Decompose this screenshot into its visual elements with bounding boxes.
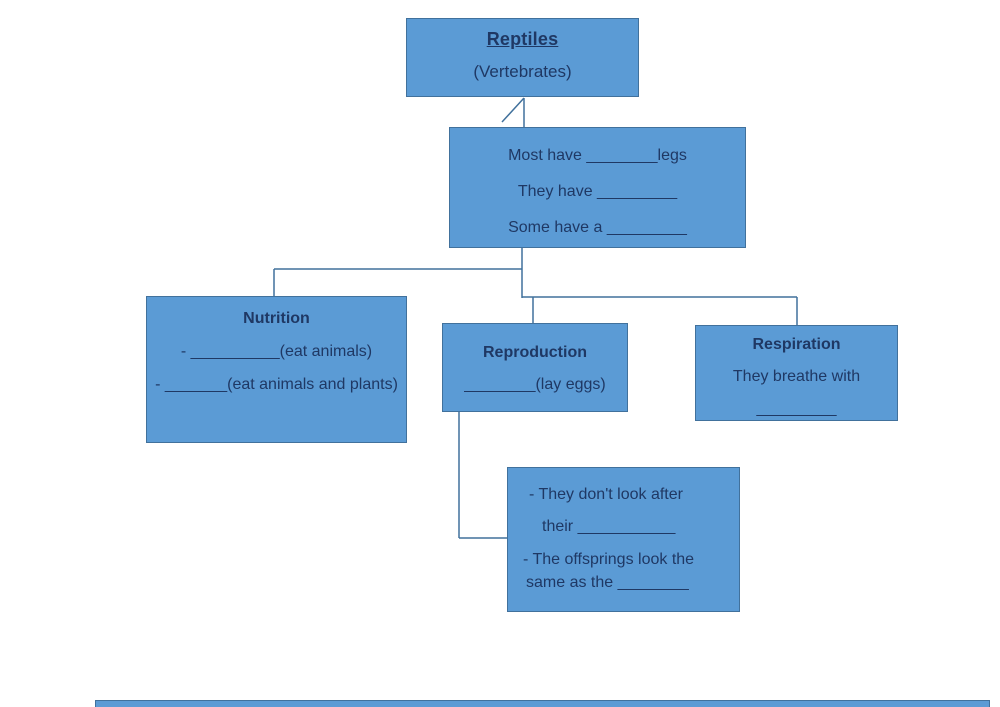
reproduction-box: Reproduction ________(lay eggs)	[442, 323, 628, 412]
respiration-line-breathe: They breathe with	[732, 368, 861, 385]
connector-root-traits-diagonal	[501, 97, 525, 123]
traits-box: Most have ________legs They have _______…	[449, 127, 746, 248]
reptiles-root-box: Reptiles (Vertebrates)	[406, 18, 639, 97]
vertebrates-subtitle: (Vertebrates)	[473, 62, 572, 81]
respiration-title: Respiration	[752, 336, 841, 353]
offspring-line-same-as: same as the ________	[526, 574, 689, 591]
nutrition-line-omnivore: - _______(eat animals and plants)	[155, 376, 398, 393]
offspring-line-their-blank: their ___________	[542, 518, 676, 535]
offspring-line-look-after: - They don't look after	[529, 486, 683, 503]
offspring-box: - They don't look after their __________…	[507, 467, 740, 612]
reptiles-title: Reptiles	[486, 29, 559, 49]
nutrition-title: Nutrition	[243, 310, 310, 327]
nutrition-box: Nutrition - __________(eat animals) - __…	[146, 296, 407, 443]
offspring-line-offsprings-look: - The offsprings look the	[523, 551, 695, 568]
respiration-line-blank: _________	[756, 400, 837, 417]
respiration-box: Respiration They breathe with _________	[695, 325, 898, 421]
traits-line-they-have: They have _________	[517, 183, 678, 200]
cutoff-box-top-edge	[95, 700, 990, 707]
reproduction-line-lay-eggs: ________(lay eggs)	[464, 376, 606, 393]
traits-line-some-have: Some have a _________	[508, 219, 687, 236]
traits-line-legs: Most have ________legs	[508, 147, 687, 164]
nutrition-line-carnivore: - __________(eat animals)	[180, 343, 373, 360]
reproduction-title: Reproduction	[483, 344, 587, 361]
